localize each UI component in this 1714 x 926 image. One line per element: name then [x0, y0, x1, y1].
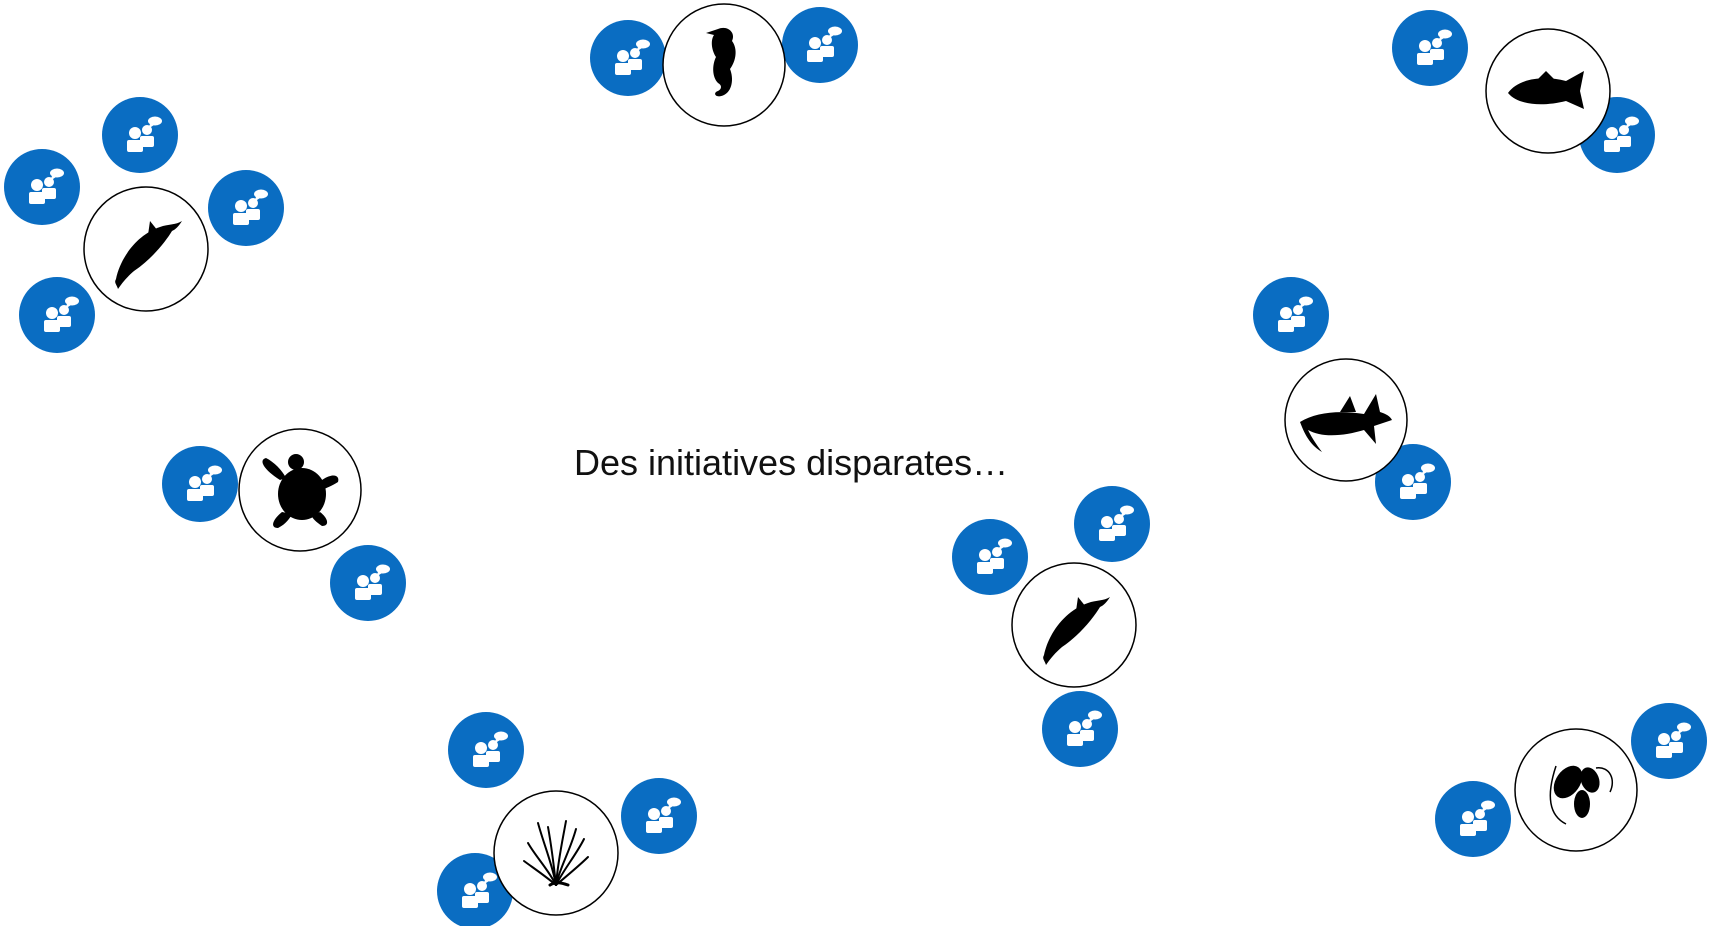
community-badge-icon [1074, 486, 1150, 562]
community-badge-icon [1392, 10, 1468, 86]
community-badge-icon [782, 7, 858, 83]
community-badge-icon [162, 446, 238, 522]
dolphin-icon [1011, 562, 1137, 688]
community-badge-icon [1042, 691, 1118, 767]
community-badge-icon [1375, 444, 1451, 520]
dolphin-icon [83, 186, 209, 312]
caption-text: Des initiatives disparates… [574, 442, 1009, 483]
seahorse-icon [662, 3, 786, 127]
shark-icon [1284, 358, 1408, 482]
community-badge-icon [1253, 277, 1329, 353]
community-badge-icon [102, 97, 178, 173]
community-badge-icon [1631, 703, 1707, 779]
community-badge-icon [1435, 781, 1511, 857]
seaweed-icon [493, 790, 619, 916]
community-badge-icon [437, 853, 513, 926]
community-badge-icon [621, 778, 697, 854]
plankton-icon [1514, 728, 1638, 852]
turtle-icon [238, 428, 362, 552]
fish-icon [1485, 28, 1611, 154]
community-badge-icon [208, 170, 284, 246]
community-badge-icon [4, 149, 80, 225]
community-badge-icon [590, 20, 666, 96]
community-badge-icon [952, 519, 1028, 595]
community-badge-icon [330, 545, 406, 621]
community-badge-icon [19, 277, 95, 353]
community-badge-icon [448, 712, 524, 788]
